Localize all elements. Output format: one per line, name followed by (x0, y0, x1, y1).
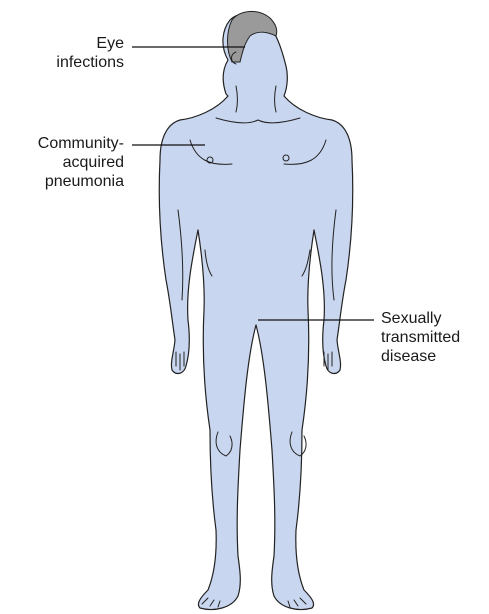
label-std-line3: disease (381, 347, 489, 366)
body-silhouette (159, 14, 353, 610)
label-std-line2: transmitted (381, 328, 489, 347)
label-sexually-transmitted-disease: Sexually transmitted disease (381, 309, 489, 366)
label-eye-line2: infections (40, 53, 124, 72)
label-community-acquired-pneumonia: Community- acquired pneumonia (0, 134, 124, 191)
label-eye-infections: Eye infections (40, 34, 124, 72)
label-std-line1: Sexually (381, 309, 489, 328)
label-pneumonia-line2: acquired (0, 153, 124, 172)
label-pneumonia-line3: pneumonia (0, 172, 124, 191)
label-pneumonia-line1: Community- (0, 134, 124, 153)
label-eye-line1: Eye (40, 34, 124, 53)
